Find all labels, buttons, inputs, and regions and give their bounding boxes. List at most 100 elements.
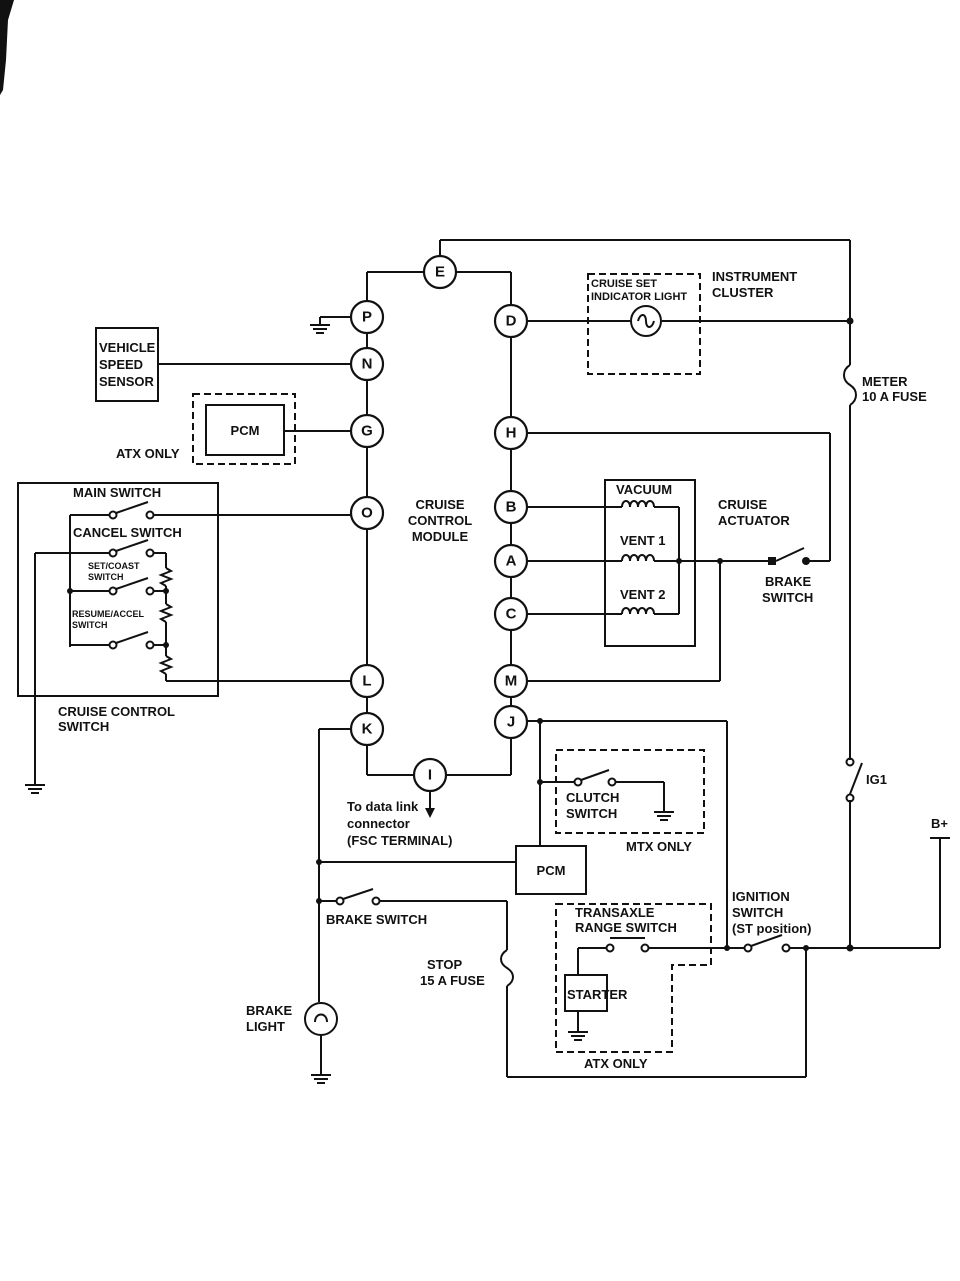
- svg-text:O: O: [361, 505, 373, 522]
- pcm-lower-label: PCM: [537, 863, 566, 878]
- clutch-mtx-note: MTX ONLY: [626, 839, 692, 854]
- instrument-cluster-label-2: CLUSTER: [712, 285, 774, 300]
- svg-text:K: K: [362, 721, 373, 738]
- cruise-control-switch-label-1: CRUISE CONTROL: [58, 704, 175, 719]
- terminal-P: P: [349, 299, 385, 335]
- vent2-label: VENT 2: [620, 587, 666, 602]
- terminal-B: B: [493, 489, 529, 525]
- switch-contacts: [34, 501, 351, 785]
- actuator-wiring: [527, 432, 831, 682]
- brake-circuit-wires: [316, 728, 807, 1078]
- indicator-bulb-icon: [630, 305, 662, 337]
- supply-wires: [527, 240, 950, 952]
- switch-ground-icon: [25, 784, 45, 794]
- meter-fuse-label-2: 10 A FUSE: [862, 389, 927, 404]
- svg-text:B: B: [506, 499, 517, 516]
- brake-light-label-1: BRAKE: [246, 1003, 293, 1018]
- resume-accel-label-2: SWITCH: [72, 620, 108, 630]
- transaxle-switch-icon: [577, 937, 710, 975]
- ignition-switch-label-2: SWITCH: [732, 905, 783, 920]
- ig1-switch-icon: [845, 757, 863, 803]
- meter-fuse-label-1: METER: [862, 374, 908, 389]
- terminal-G: G: [349, 413, 385, 449]
- module-label-3: MODULE: [412, 529, 469, 544]
- transaxle-label-2: RANGE SWITCH: [575, 920, 677, 935]
- pcm-lower-box: [515, 845, 587, 895]
- instrument-cluster-box: [587, 273, 701, 375]
- terminal-C: C: [493, 596, 529, 632]
- terminal-H: H: [493, 415, 529, 451]
- vss-label-3: SENSOR: [99, 374, 155, 389]
- ignition-switch-label-3: (ST position): [732, 921, 811, 936]
- main-switch-label: MAIN SWITCH: [73, 485, 161, 500]
- cruise-actuator-label-1: CRUISE: [718, 497, 767, 512]
- data-link-label-1: To data link: [347, 799, 419, 814]
- svg-text:H: H: [506, 425, 517, 442]
- cancel-switch-label: CANCEL SWITCH: [73, 525, 182, 540]
- ignition-switch-icon: [743, 934, 809, 953]
- svg-text:M: M: [505, 673, 518, 690]
- module-label-1: CRUISE: [415, 497, 464, 512]
- stop-fuse-label-1: STOP: [427, 957, 462, 972]
- ground-icon: [310, 316, 351, 334]
- resume-accel-label-1: RESUME/ACCEL: [72, 609, 145, 619]
- terminal-J: J: [493, 704, 529, 740]
- starter-box: [564, 974, 608, 1012]
- cruise-set-label-2: INDICATOR LIGHT: [591, 291, 687, 303]
- svg-text:P: P: [362, 309, 372, 326]
- meter-fuse-icon: [843, 364, 857, 406]
- brake-switch-lower-label: BRAKE SWITCH: [326, 912, 427, 927]
- stop-fuse-label-2: 15 A FUSE: [420, 973, 485, 988]
- module-label-2: CONTROL: [408, 513, 472, 528]
- vacuum-label: VACUUM: [616, 482, 672, 497]
- transaxle-atx-note: ATX ONLY: [584, 1056, 648, 1071]
- instrument-cluster-label-1: INSTRUMENT: [712, 269, 797, 284]
- svg-text:G: G: [361, 423, 373, 440]
- scan-edge-artifact: [0, 0, 14, 95]
- cruise-control-switch-box: [17, 482, 219, 697]
- brake-switch-upper-label-1: BRAKE: [765, 574, 812, 589]
- cruise-actuator-label-2: ACTUATOR: [718, 513, 790, 528]
- terminal-L: L: [349, 663, 385, 699]
- brake-light-label-2: LIGHT: [246, 1019, 285, 1034]
- battery-label: B+: [931, 816, 948, 831]
- svg-text:D: D: [506, 313, 517, 330]
- starter-ground-icon: [568, 1011, 588, 1041]
- terminal-I: I: [412, 757, 448, 793]
- transaxle-outline: [555, 903, 712, 1053]
- clutch-switch-label-2: SWITCH: [566, 806, 617, 821]
- svg-text:L: L: [362, 673, 371, 690]
- set-coast-label-1: SET/COAST: [88, 561, 140, 571]
- svg-text:I: I: [428, 767, 432, 784]
- pcm-atx-note: ATX ONLY: [116, 446, 180, 461]
- pcm-atx-label: PCM: [231, 423, 260, 438]
- clutch-switch-icon: [573, 769, 674, 821]
- data-link-label-3: (FSC TERMINAL): [347, 833, 452, 848]
- vent1-label: VENT 1: [620, 533, 666, 548]
- data-link-label-2: connector: [347, 816, 410, 831]
- vss-label-1: VEHICLE: [99, 340, 156, 355]
- terminal-D: D: [493, 303, 529, 339]
- svg-text:A: A: [506, 553, 517, 570]
- set-coast-label-2: SWITCH: [88, 572, 124, 582]
- ig1-label: IG1: [866, 772, 887, 787]
- svg-text:E: E: [435, 264, 445, 281]
- cruise-set-label-1: CRUISE SET: [591, 278, 657, 290]
- starter-label: STARTER: [567, 987, 628, 1002]
- brake-switch-upper-label-2: SWITCH: [762, 590, 813, 605]
- terminal-E: E: [422, 254, 458, 290]
- svg-text:J: J: [507, 714, 515, 731]
- terminal-O: O: [349, 495, 385, 531]
- svg-text:N: N: [362, 356, 373, 373]
- cruise-actuator-box: [604, 479, 696, 647]
- brake-switch-upper-icon: [768, 547, 810, 565]
- terminal-M: M: [493, 663, 529, 699]
- j-circuit-wires: [527, 718, 745, 951]
- vss-label-2: SPEED: [99, 357, 143, 372]
- brake-light-icon: [304, 1002, 338, 1036]
- transaxle-label-1: TRANSAXLE: [575, 905, 655, 920]
- data-link-arrow-icon: [425, 808, 435, 818]
- brake-light-ground-icon: [311, 1074, 331, 1084]
- clutch-switch-outline: [555, 749, 705, 834]
